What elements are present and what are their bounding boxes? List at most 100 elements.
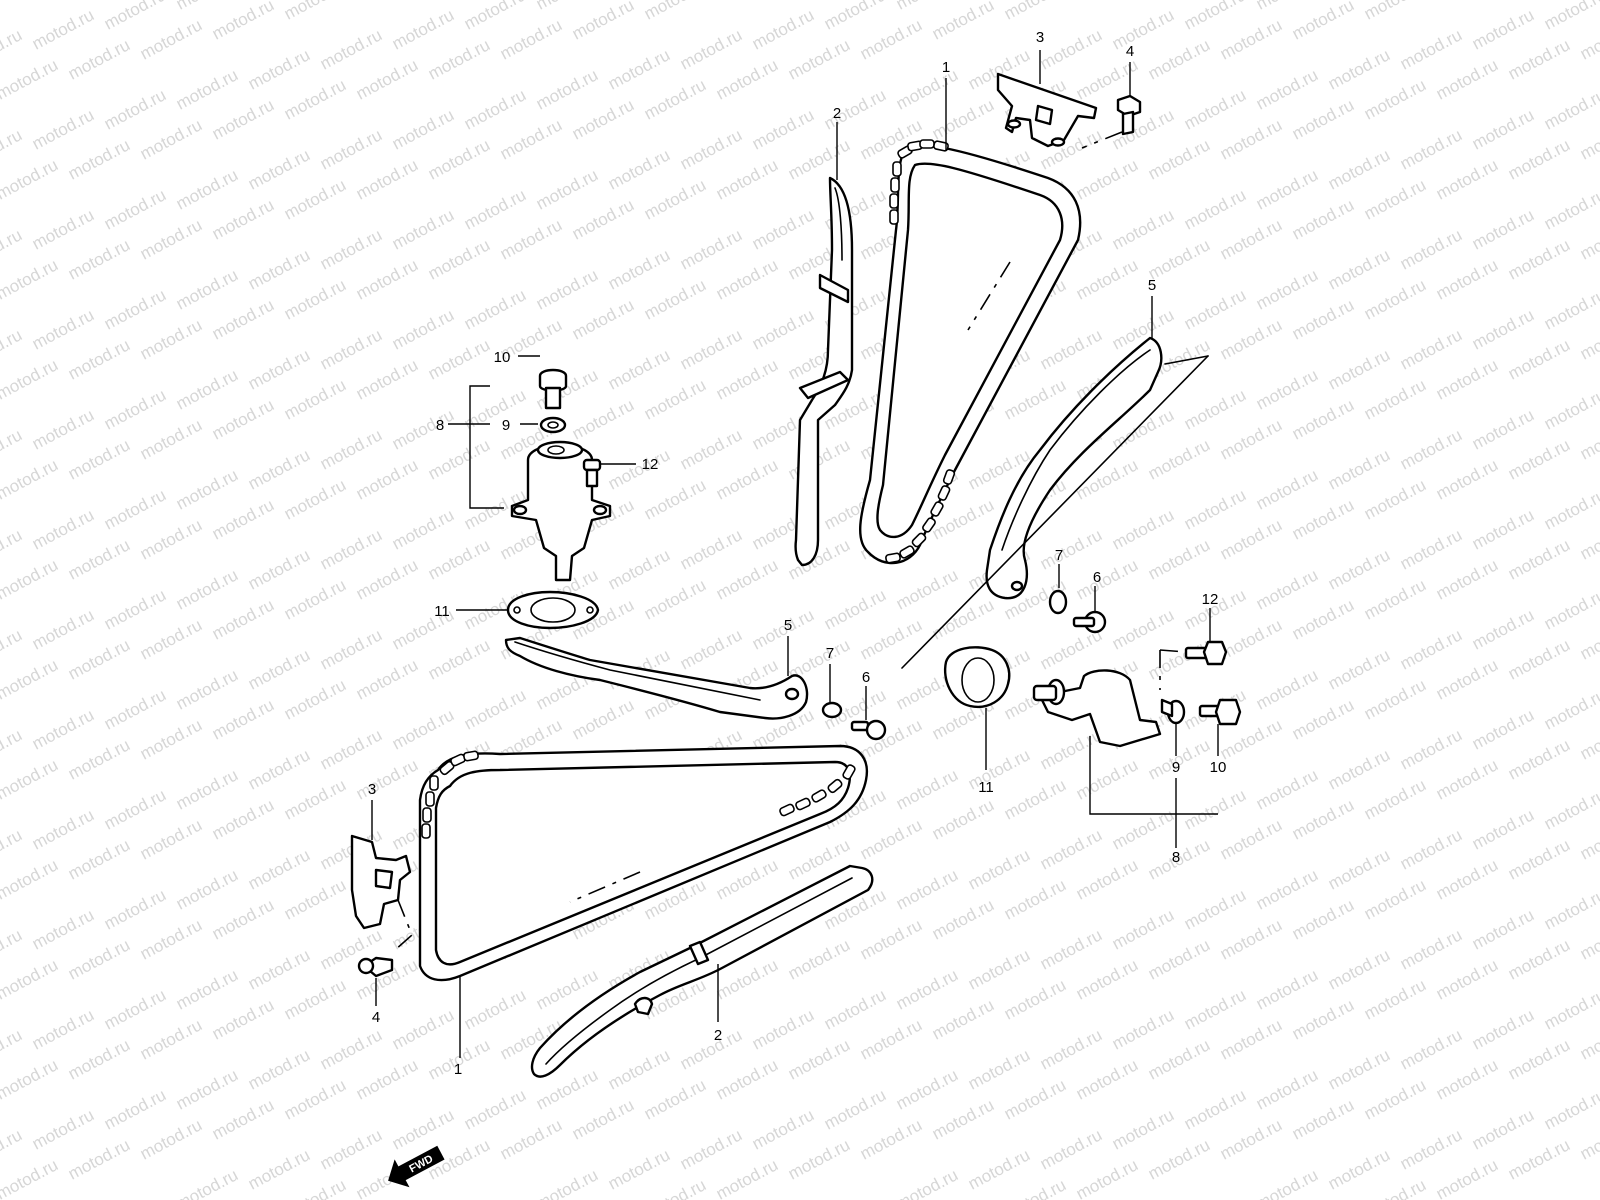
watermark-text: motod.ru <box>137 615 205 663</box>
callout-8-upper: 8 <box>1172 849 1180 866</box>
watermark-text: motod.ru <box>1001 975 1069 1023</box>
watermark-text: motod.ru <box>65 35 133 83</box>
callout-7-upper: 7 <box>1055 547 1063 564</box>
watermark-text: motod.ru <box>605 545 673 593</box>
watermark-text: motod.ru <box>1325 345 1393 393</box>
callouts: 1 2 3 4 5 6 7 8 9 10 11 12 10 8 9 12 11 … <box>368 29 1227 1078</box>
watermark-text: motod.ru <box>173 265 241 313</box>
watermark-text: motod.ru <box>1397 925 1465 973</box>
watermark-text: motod.ru <box>1541 585 1600 633</box>
watermark-text: motod.ru <box>1181 385 1249 433</box>
watermark-text: motod.ru <box>713 455 781 503</box>
watermark-text: motod.ru <box>65 1135 133 1183</box>
watermark-text: motod.ru <box>101 85 169 133</box>
cam-chain-lower <box>418 744 869 982</box>
watermark-text: motod.ru <box>1361 775 1429 823</box>
watermark-text: motod.ru <box>1469 805 1537 853</box>
watermark-text: motod.ru <box>1361 975 1429 1023</box>
watermark-text: motod.ru <box>713 1055 781 1103</box>
watermark-text: motod.ru <box>0 155 61 203</box>
watermark-text: motod.ru <box>1109 805 1177 853</box>
watermark-text: motod.ru <box>245 545 313 593</box>
washer-upper-left-hole <box>547 421 559 429</box>
watermark-text: motod.ru <box>785 1135 853 1183</box>
watermark-text: motod.ru <box>1289 695 1357 743</box>
watermark-text: motod.ru <box>1325 1045 1393 1093</box>
watermark-text: motod.ru <box>1289 495 1357 543</box>
watermark-text: motod.ru <box>29 605 97 653</box>
watermark-text: motod.ru <box>1181 985 1249 1033</box>
watermark-text: motod.ru <box>677 325 745 373</box>
watermark-text: motod.ru <box>1289 595 1357 643</box>
guide-plate-lower <box>350 834 413 951</box>
watermark-text: motod.ru <box>893 765 961 813</box>
tensioner-adjuster-upper <box>510 440 612 582</box>
watermark-text: motod.ru <box>1253 165 1321 213</box>
watermark-text: motod.ru <box>353 555 421 603</box>
watermark-text: motod.ru <box>533 65 601 113</box>
small-bolt-upper-left <box>582 458 602 488</box>
watermark-text: motod.ru <box>1577 1015 1600 1063</box>
watermark-text: motod.ru <box>1469 105 1537 153</box>
watermark-text: motod.ru <box>857 15 925 63</box>
watermark-text: motod.ru <box>137 1015 205 1063</box>
watermark-text: motod.ru <box>1541 485 1600 533</box>
small-bolt-right <box>1159 640 1228 690</box>
watermark-text: motod.ru <box>389 105 457 153</box>
watermark-text: motod.ru <box>461 0 529 34</box>
watermark-text: motod.ru <box>569 295 637 343</box>
watermark-text: motod.ru <box>317 325 385 373</box>
watermark-text: motod.ru <box>1181 85 1249 133</box>
watermark-text: motod.ru <box>1289 995 1357 1043</box>
watermark-text: motod.ru <box>893 65 961 113</box>
watermark-text: motod.ru <box>389 505 457 553</box>
watermark-text: motod.ru <box>101 785 169 833</box>
watermark-text: motod.ru <box>245 345 313 393</box>
watermark-text: motod.ru <box>1325 745 1393 793</box>
watermark-text: motod.ru <box>209 895 277 943</box>
watermark-text: motod.ru <box>677 25 745 73</box>
watermark-text: motod.ru <box>0 355 61 403</box>
watermark-text: motod.ru <box>65 835 133 883</box>
watermark-text: motod.ru <box>893 965 961 1013</box>
watermark-text: motod.ru <box>749 5 817 53</box>
watermark-text: motod.ru <box>173 65 241 113</box>
watermark-text: motod.ru <box>1577 915 1600 963</box>
watermark-text: motod.ru <box>1037 725 1105 773</box>
watermark-text: motod.ru <box>641 1075 709 1123</box>
watermark-text: motod.ru <box>1289 795 1357 843</box>
watermark-text: motod.ru <box>1361 175 1429 223</box>
watermark-text: motod.ru <box>1289 95 1357 143</box>
watermark-text: motod.ru <box>1001 875 1069 923</box>
watermark-text: motod.ru <box>1469 705 1537 753</box>
callout-10-lower: 10 <box>494 349 511 366</box>
watermark-text: motod.ru <box>1505 1135 1573 1183</box>
watermark-text: motod.ru <box>1109 1005 1177 1053</box>
watermark-text: motod.ru <box>1469 1005 1537 1053</box>
watermark-text: motod.ru <box>0 725 25 773</box>
watermark-text: motod.ru <box>1361 575 1429 623</box>
watermark-text: motod.ru <box>1397 225 1465 273</box>
watermark-text: motod.ru <box>281 875 349 923</box>
watermark-text: motod.ru <box>785 1035 853 1083</box>
watermark-text: motod.ru <box>425 435 493 483</box>
watermark-text: motod.ru <box>101 585 169 633</box>
watermark-text: motod.ru <box>29 805 97 853</box>
watermark-text: motod.ru <box>857 1115 925 1163</box>
watermark-text: motod.ru <box>893 1065 961 1113</box>
watermark-text: motod.ru <box>1361 1175 1429 1200</box>
watermark-text: motod.ru <box>281 275 349 323</box>
callout-2-upper: 2 <box>833 105 841 122</box>
watermark-text: motod.ru <box>1433 1055 1501 1103</box>
watermark-text: motod.ru <box>1217 1115 1285 1163</box>
watermark-text: motod.ru <box>0 855 61 903</box>
watermark-text: motod.ru <box>533 265 601 313</box>
watermark-text: motod.ru <box>209 695 277 743</box>
watermark-text: motod.ru <box>749 305 817 353</box>
watermark-text: motod.ru <box>1037 25 1105 73</box>
watermark-text: motod.ru <box>389 5 457 53</box>
watermark-text: motod.ru <box>641 275 709 323</box>
watermark-text: motod.ru <box>569 0 637 44</box>
watermark-text: motod.ru <box>29 1005 97 1053</box>
